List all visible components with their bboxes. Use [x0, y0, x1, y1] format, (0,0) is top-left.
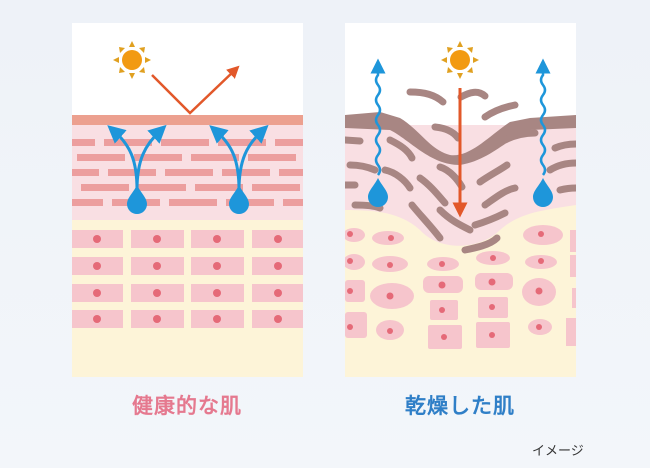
sun-icon — [441, 41, 479, 79]
image-note: イメージ — [532, 444, 584, 459]
water-evaporation-arrows — [370, 58, 551, 176]
water-drop-icons — [368, 178, 553, 207]
reflected-uv-arrow — [151, 65, 240, 115]
dry-skin-label: 乾燥した肌 — [405, 394, 515, 418]
dry-skin-panel — [345, 23, 576, 377]
water-retained-arrows — [107, 124, 269, 191]
sun-icon — [113, 41, 151, 79]
stratum-corneum-crust — [345, 112, 576, 165]
dermis-cells — [72, 230, 303, 328]
healthy-skin-panel — [72, 23, 303, 377]
dermis-cells — [345, 225, 576, 349]
stratum-corneum — [72, 115, 303, 125]
flaking-cells — [345, 88, 576, 254]
healthy-skin-label: 健康的な肌 — [132, 394, 242, 418]
water-drop-icons — [127, 185, 249, 214]
